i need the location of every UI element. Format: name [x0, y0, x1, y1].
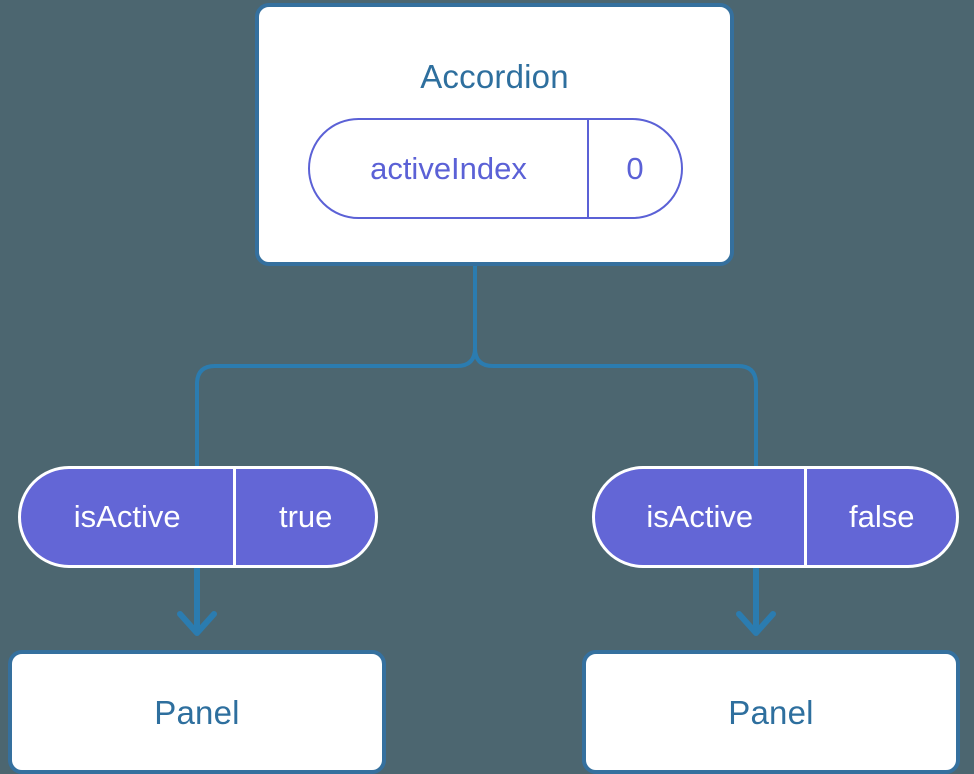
- prop-pill-is-active-right: isActive false: [592, 466, 959, 568]
- arrow-head-left: [177, 611, 217, 636]
- prop-pill-is-active-left: isActive true: [18, 466, 378, 568]
- prop-pill-key: isActive: [646, 499, 754, 534]
- connector-branch-left: [195, 347, 477, 466]
- prop-pill-key: activeIndex: [370, 150, 527, 186]
- prop-pill-active-index: activeIndex 0: [308, 118, 683, 219]
- component-title-panel: Panel: [728, 694, 814, 731]
- prop-pill-value: true: [233, 469, 375, 565]
- component-card-panel-left: Panel: [8, 650, 386, 774]
- component-title-accordion: Accordion: [420, 58, 569, 95]
- component-title-panel: Panel: [154, 694, 240, 731]
- arrow-head-right: [736, 611, 776, 636]
- prop-pill-value: 0: [587, 120, 681, 217]
- component-card-panel-right: Panel: [582, 650, 960, 774]
- prop-pill-key: isActive: [73, 499, 181, 534]
- connector-branch-right: [473, 347, 758, 466]
- prop-pill-value: false: [804, 469, 956, 565]
